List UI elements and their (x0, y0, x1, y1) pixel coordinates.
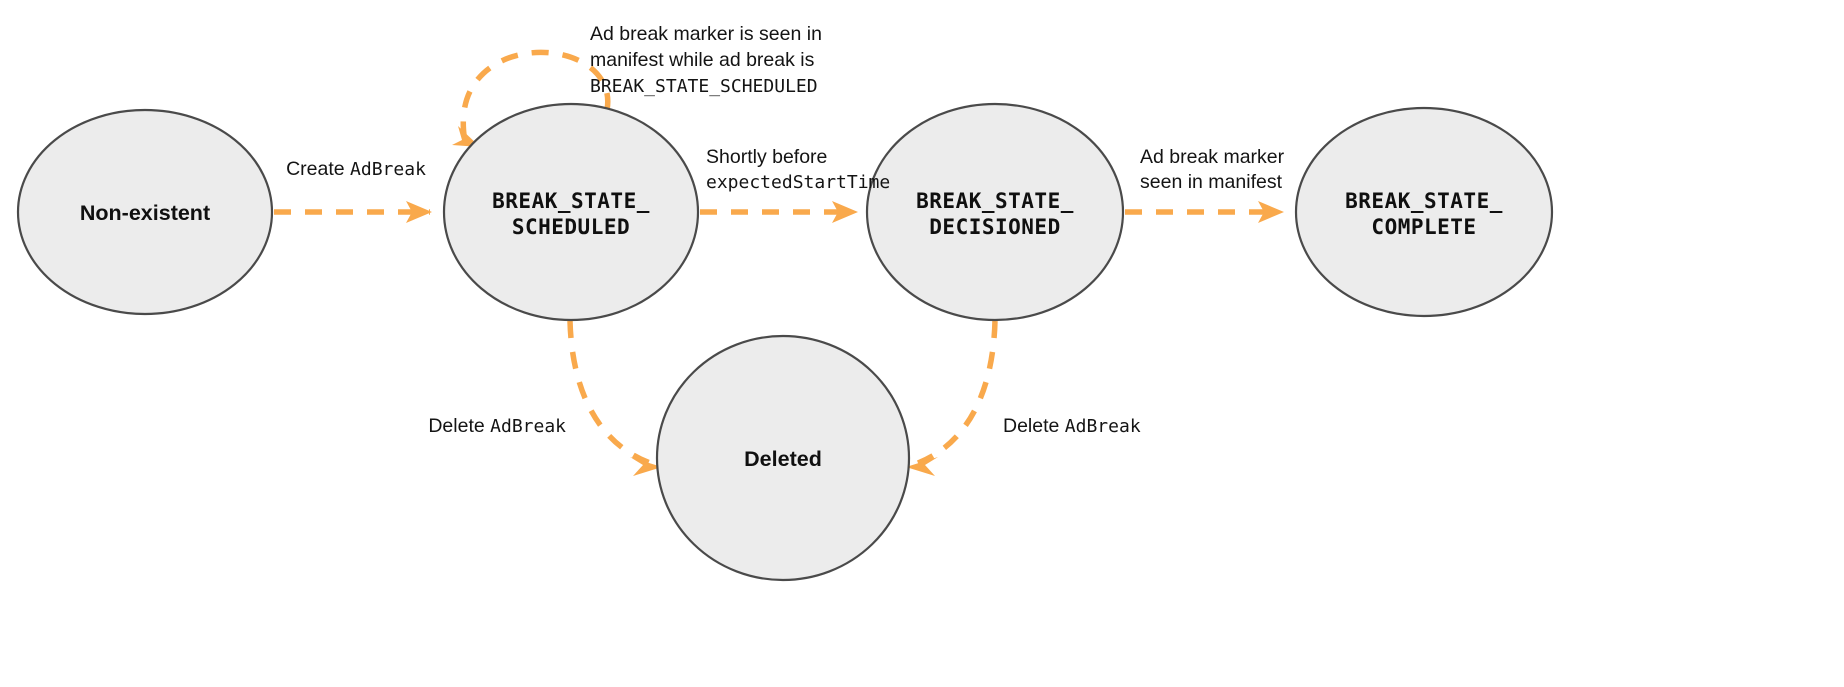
edge-label-delete-left-mono: AdBreak (490, 416, 566, 437)
edge-decisioned-to-deleted[interactable] (906, 320, 998, 476)
edge-label-delete-right-text: Delete AdBreak (1003, 415, 1141, 437)
edge-label-ad-marker-line2: seen in manifest (1140, 171, 1283, 193)
edge-label-self-loop-line1: Ad break marker is seen in (590, 23, 822, 45)
node-break-state-decisioned-label-line1: BREAK_STATE_ (916, 189, 1074, 213)
node-deleted-label: Deleted (744, 447, 822, 471)
node-break-state-decisioned-label-line2: DECISIONED (929, 215, 1060, 239)
edge-label-self-loop-line3: BREAK_STATE_SCHEDULED (590, 76, 818, 97)
node-break-state-complete-label-line2: COMPLETE (1371, 215, 1476, 239)
edge-scheduled-to-decisioned[interactable] (700, 201, 858, 223)
node-non-existent[interactable]: Non-existent (16, 108, 274, 316)
edge-label-scheduled-self-loop: Ad break marker is seen in manifest whil… (590, 23, 822, 97)
edge-decisioned-to-deleted-path (916, 320, 998, 466)
edge-label-delete-right-sans: Delete (1003, 415, 1065, 437)
edge-label-self-loop-line2: manifest while ad break is (590, 49, 815, 71)
edge-label-create-adbreak: Create AdBreak (286, 158, 426, 180)
edge-label-shortly-before-sans: Shortly before (706, 146, 827, 168)
edge-label-delete-right-mono: AdBreak (1065, 416, 1141, 437)
edge-label-decisioned-to-complete: Ad break marker seen in manifest (1140, 146, 1285, 193)
node-break-state-scheduled[interactable]: BREAK_STATE_ SCHEDULED (442, 102, 700, 322)
edge-label-scheduled-to-decisioned: Shortly before expectedStartTime (706, 146, 890, 193)
edge-label-ad-marker-line1: Ad break marker (1140, 146, 1285, 168)
edge-decisioned-to-deleted-arrowhead (906, 457, 938, 476)
node-deleted[interactable]: Deleted (655, 334, 911, 582)
node-break-state-decisioned-shape (865, 102, 1125, 322)
node-break-state-scheduled-label-line1: BREAK_STATE_ (492, 189, 650, 213)
node-break-state-scheduled-label-line2: SCHEDULED (512, 215, 630, 239)
edge-create-adbreak[interactable] (274, 201, 432, 223)
node-non-existent-label: Non-existent (80, 201, 210, 225)
edge-decisioned-to-complete-arrowhead (1258, 201, 1284, 223)
node-break-state-scheduled-shape (442, 102, 700, 322)
edge-decisioned-to-complete[interactable] (1125, 201, 1284, 223)
edge-label-create-adbreak-text: Create AdBreak (286, 158, 426, 180)
edge-create-adbreak-arrowhead (406, 201, 432, 223)
edge-label-create-adbreak-mono: AdBreak (350, 159, 426, 180)
edge-label-shortly-before-mono: expectedStartTime (706, 172, 890, 193)
node-break-state-complete-shape (1294, 106, 1554, 318)
node-non-existent-shape (16, 108, 274, 316)
edge-label-delete-left-text: Delete AdBreak (428, 415, 566, 437)
edge-scheduled-self-loop-path (460, 49, 611, 136)
edge-scheduled-to-decisioned-arrowhead (832, 201, 858, 223)
edge-scheduled-to-deleted-path (567, 320, 651, 466)
edge-scheduled-to-deleted-arrowhead (630, 457, 662, 476)
node-break-state-complete-label-line1: BREAK_STATE_ (1345, 189, 1503, 213)
node-break-state-decisioned[interactable]: BREAK_STATE_ DECISIONED (865, 102, 1125, 322)
node-deleted-shape (655, 334, 911, 582)
edge-label-scheduled-to-deleted: Delete AdBreak (428, 415, 566, 437)
edge-label-create-adbreak-sans: Create (286, 158, 350, 180)
node-break-state-complete[interactable]: BREAK_STATE_ COMPLETE (1294, 106, 1554, 318)
edge-label-decisioned-to-deleted: Delete AdBreak (1003, 415, 1141, 437)
edge-scheduled-to-deleted[interactable] (567, 320, 662, 476)
edge-label-delete-left-sans: Delete (428, 415, 490, 437)
